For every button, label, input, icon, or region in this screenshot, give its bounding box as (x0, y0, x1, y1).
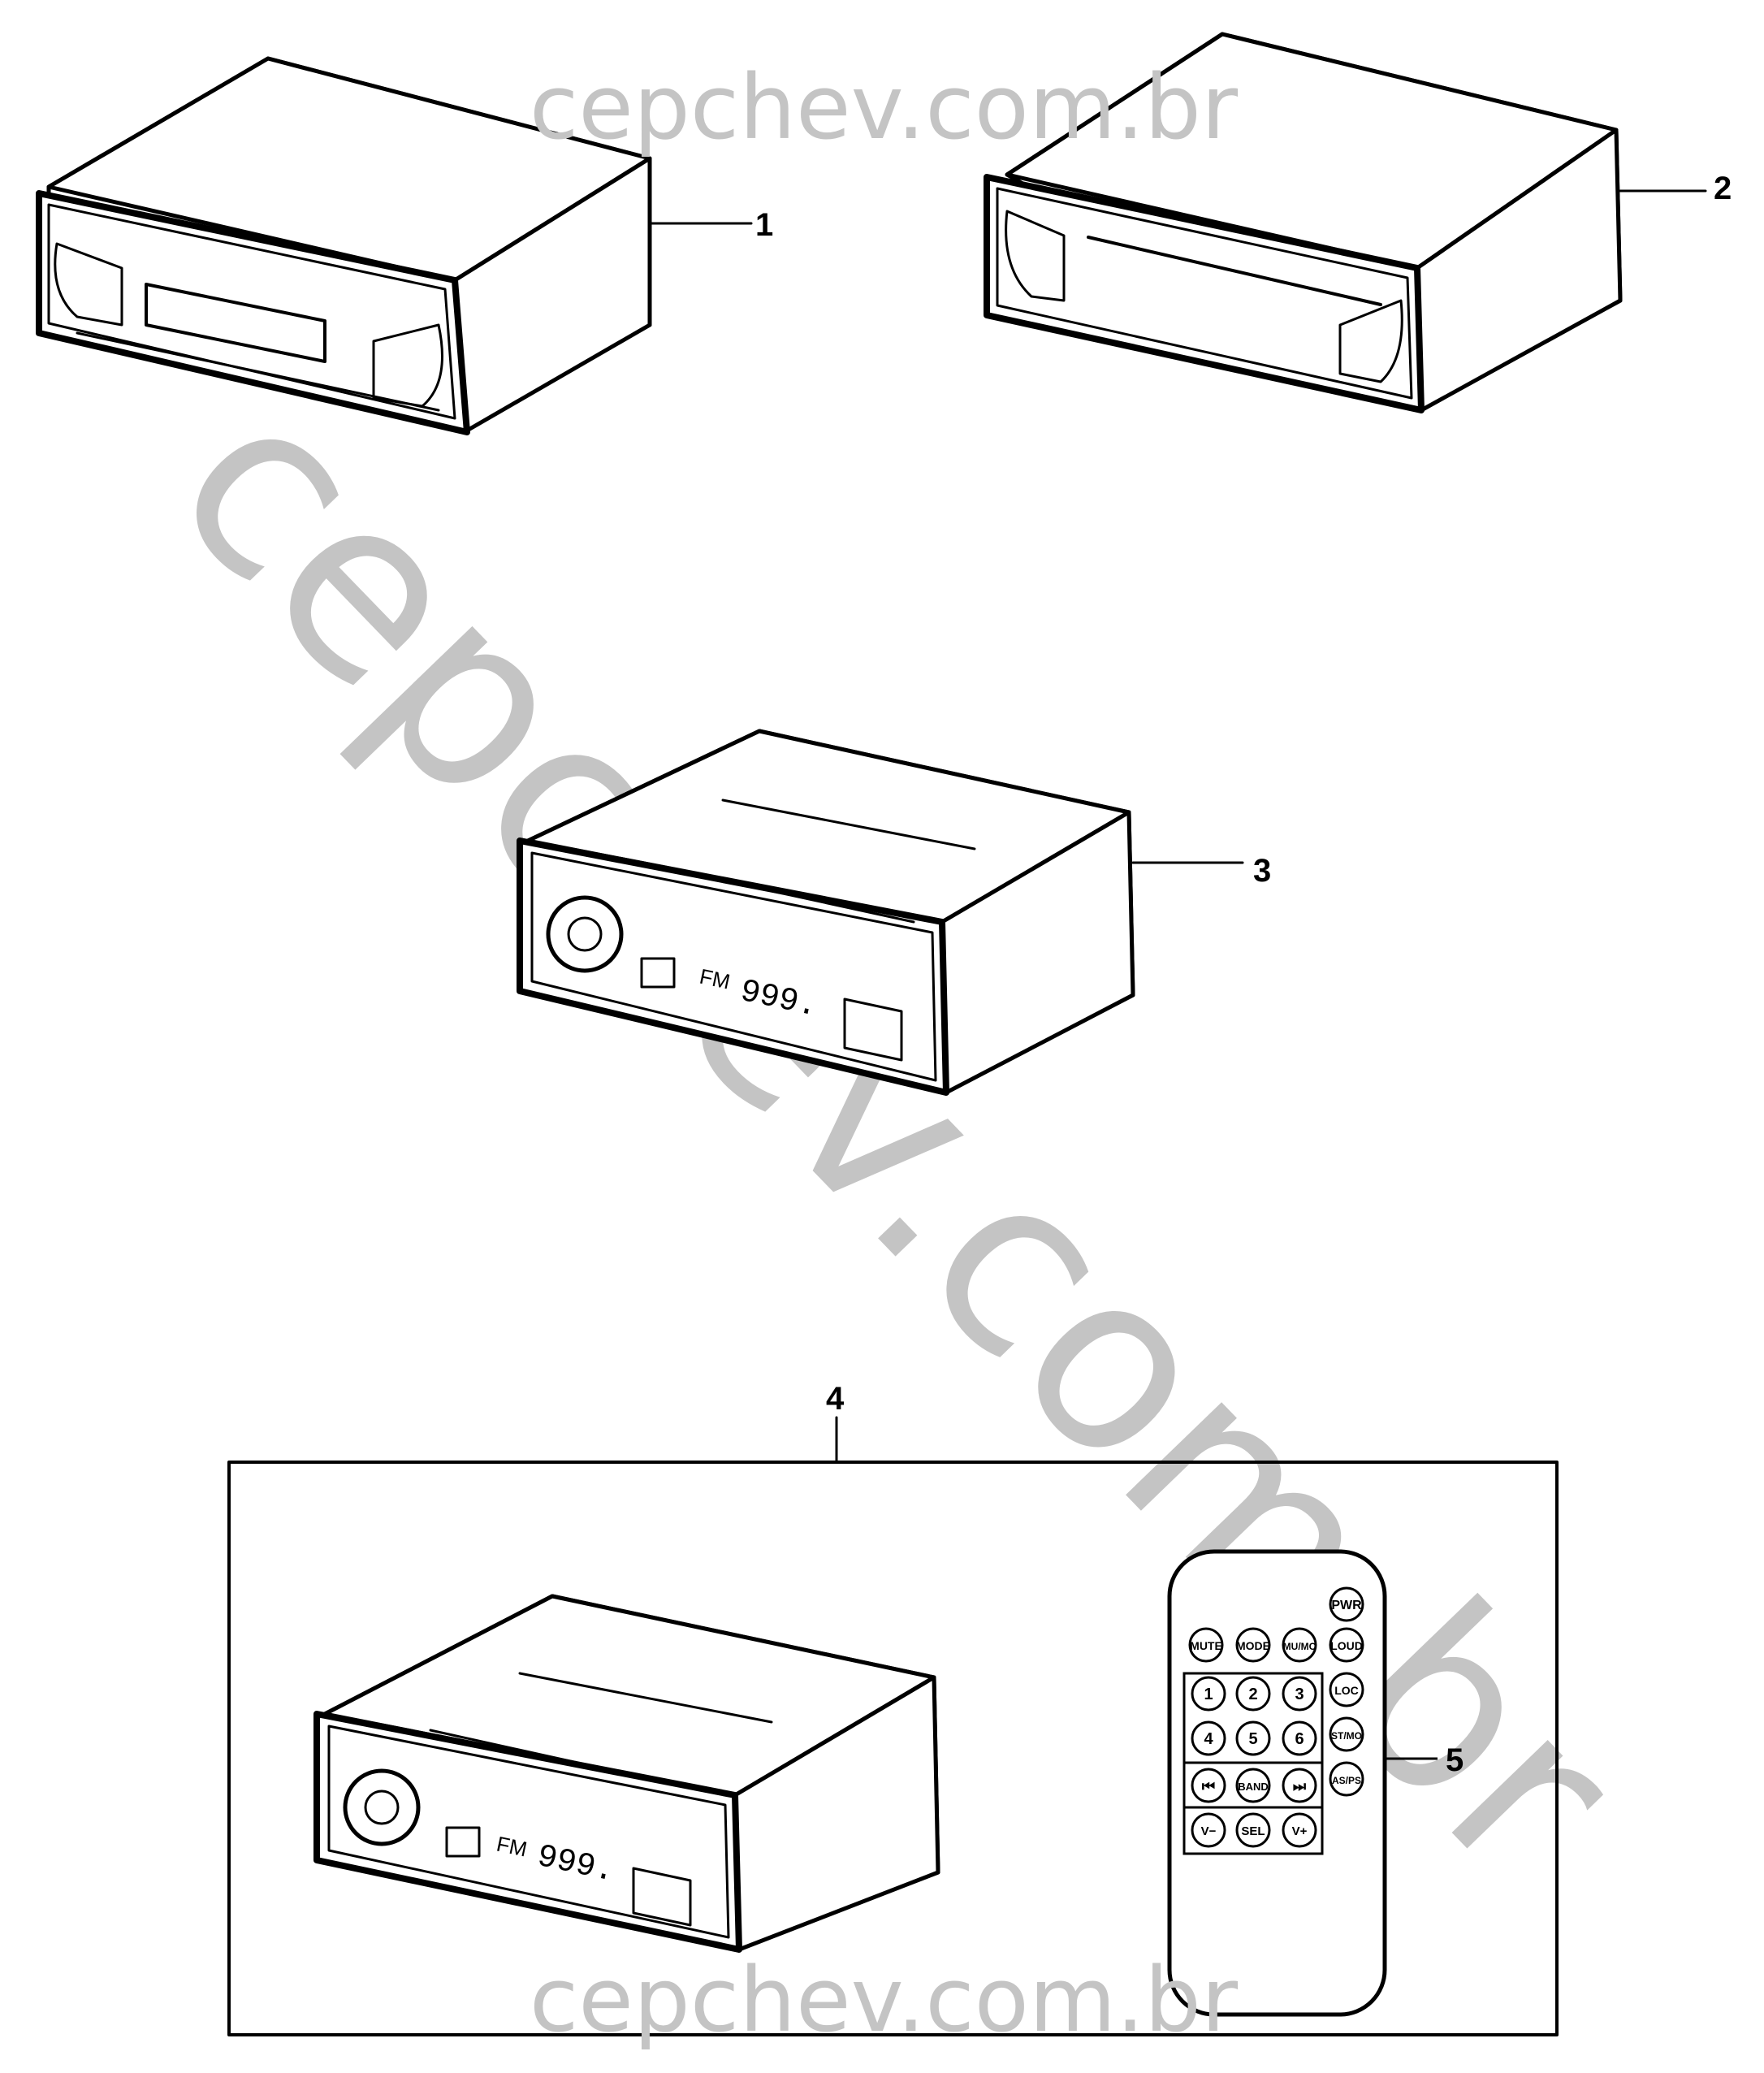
remote-2-label: 2 (1248, 1686, 1257, 1703)
remote-mode-label: MODE (1236, 1639, 1270, 1652)
remote-stmo-label: ST/MO (1331, 1730, 1362, 1742)
remote-loud-button: LOUD (1329, 1627, 1364, 1663)
remote-band-label: BAND (1238, 1781, 1269, 1793)
remote-prev-label: ⏮ (1202, 1778, 1215, 1794)
callout-3: 3 (1253, 853, 1271, 889)
remote-mute-button: MUTE (1188, 1627, 1224, 1663)
callout-2: 2 (1714, 171, 1732, 206)
remote-mode-button: MODE (1235, 1627, 1271, 1663)
remote-pwr-label: PWR (1331, 1599, 1362, 1612)
remote-asps-button: AS/PS (1329, 1761, 1364, 1797)
remote-3-label: 3 (1295, 1686, 1304, 1703)
remote-vminus-button: V− (1191, 1812, 1226, 1848)
remote-asps-label: AS/PS (1332, 1775, 1361, 1786)
remote-4-label: 4 (1204, 1730, 1213, 1748)
part-2-bezel-unit (984, 32, 1707, 413)
callout-5: 5 (1446, 1742, 1464, 1778)
remote-band-button: BAND (1235, 1768, 1271, 1803)
remote-prev-button: ⏮ (1191, 1768, 1226, 1803)
part-4-head-unit: 999. FM (313, 1594, 940, 1953)
part-3-head-unit: 999. FM (517, 729, 1244, 1096)
remote-1-label: 1 (1204, 1686, 1213, 1703)
remote-sel-label: SEL (1241, 1824, 1265, 1838)
remote-loc-label: LOC (1334, 1684, 1359, 1697)
remote-vminus-label: V− (1201, 1824, 1217, 1838)
remote-vplus-button: V+ (1282, 1812, 1317, 1848)
remote-mumc-label: MU/MC (1283, 1641, 1317, 1652)
remote-5-label: 5 (1248, 1730, 1257, 1748)
callout-4: 4 (826, 1381, 845, 1417)
part-4-kit-box (227, 1416, 1559, 2036)
part-5-remote-control: PWR MUTE MODE MU/MC LOUD 1 2 3 (1167, 1549, 1438, 2017)
remote-mumc-button: MU/MC (1282, 1627, 1317, 1663)
remote-4-button: 4 (1191, 1720, 1226, 1756)
remote-next-button: ⏭ (1282, 1768, 1317, 1803)
remote-loc-button: LOC (1329, 1672, 1364, 1707)
remote-pwr-button: PWR (1329, 1586, 1364, 1622)
remote-sel-button: SEL (1235, 1812, 1271, 1848)
remote-6-button: 6 (1282, 1720, 1317, 1756)
watermark-bottom: cepchev.com.br (530, 1948, 1239, 2052)
remote-mute-label: MUTE (1190, 1639, 1222, 1652)
part-1-detachable-faceplate (36, 56, 753, 435)
remote-stmo-button: ST/MO (1329, 1716, 1364, 1752)
remote-vplus-label: V+ (1292, 1824, 1308, 1838)
remote-6-label: 6 (1295, 1730, 1304, 1748)
remote-loud-label: LOUD (1330, 1639, 1363, 1652)
remote-1-button: 1 (1191, 1676, 1226, 1712)
watermark-top: cepchev.com.br (530, 55, 1239, 159)
remote-next-label: ⏭ (1293, 1778, 1307, 1794)
remote-5-button: 5 (1235, 1720, 1271, 1756)
remote-2-button: 2 (1235, 1676, 1271, 1712)
remote-3-button: 3 (1282, 1676, 1317, 1712)
callout-1: 1 (755, 207, 773, 243)
